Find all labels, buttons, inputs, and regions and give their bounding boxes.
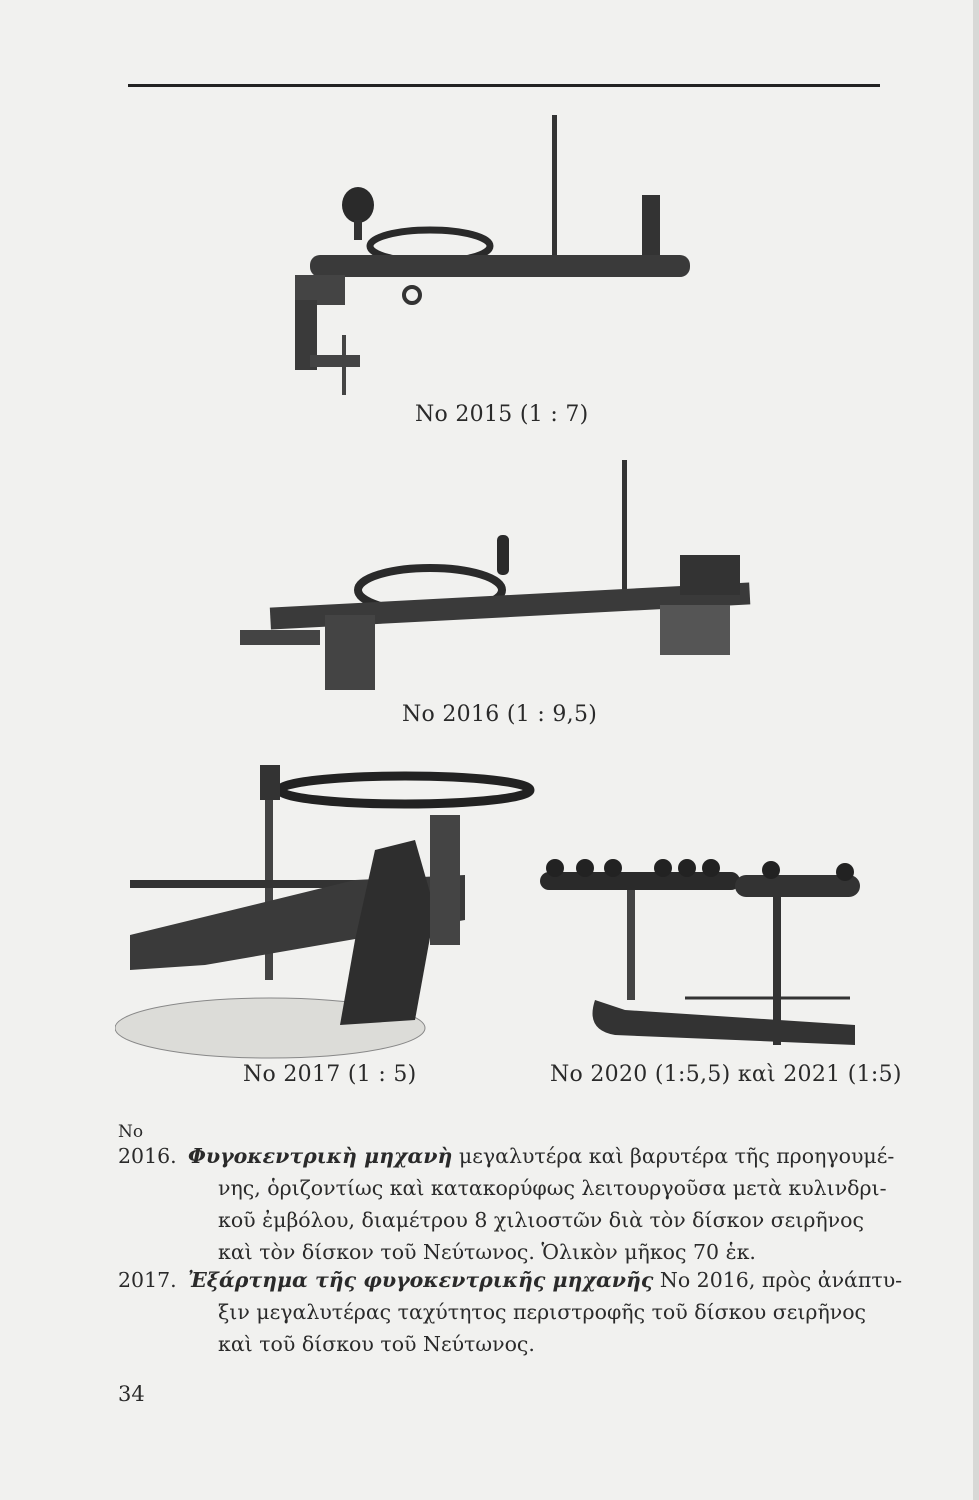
page-edge	[973, 0, 979, 1500]
figure-2020-2021-caption: No 2020 (1:5,5) καὶ 2021 (1:5)	[550, 1062, 902, 1087]
entry-2016-line: καὶ τὸν δίσκον τοῦ Νεύτωνος. Ὁλικὸν μῆκο…	[218, 1240, 756, 1264]
figure-2015-illustration	[295, 115, 690, 395]
figure-2016-caption: No 2016 (1 : 9,5)	[402, 702, 598, 727]
figure-2020-2021-illustration	[540, 859, 860, 1045]
entry-no-label: No	[118, 1122, 144, 1142]
entry-2017-title: Ἐξάρτημα τῆς φυγοκεντρικῆς μηχανῆς	[188, 1268, 654, 1292]
page-number: 34	[118, 1382, 145, 1406]
header-rule	[128, 84, 880, 87]
entry-2016-line: κοῦ ἐμβόλου, διαμέτρου 8 χιλιοστῶν διὰ τ…	[218, 1208, 864, 1232]
entry-2016-line: νης, ὁριζοντίως καὶ κατακορύφως λειτουργ…	[218, 1176, 887, 1200]
figure-2016-illustration	[240, 460, 751, 690]
entry-2017-line: καὶ τοῦ δίσκου τοῦ Νεύτωνος.	[218, 1332, 535, 1356]
entry-2017-line: No 2016, πρὸς ἀνάπτυ-	[659, 1268, 903, 1292]
entry-2017-line: ξιν μεγαλυτέρας ταχύτητος περιστροφῆς το…	[218, 1300, 867, 1324]
figure-2017-illustration	[115, 765, 535, 1059]
entry-2017-first-line: Ἐξάρτημα τῆς φυγοκεντρικῆς μηχανῆς No 20…	[188, 1268, 902, 1292]
entry-2016-line: μεγαλυτέρα καὶ βαρυτέρα τῆς προηγουμέ-	[458, 1144, 895, 1168]
entry-2017-number: 2017.	[118, 1268, 177, 1292]
entry-2016-number: 2016.	[118, 1144, 177, 1168]
figure-2015-caption: No 2015 (1 : 7)	[415, 402, 589, 427]
entry-2016-first-line: Φυγοκεντρικὴ μηχανὴ μεγαλυτέρα καὶ βαρυτ…	[188, 1144, 894, 1168]
figure-2017-caption: No 2017 (1 : 5)	[243, 1062, 417, 1087]
entry-2016-title: Φυγοκεντρικὴ μηχανὴ	[188, 1144, 453, 1168]
